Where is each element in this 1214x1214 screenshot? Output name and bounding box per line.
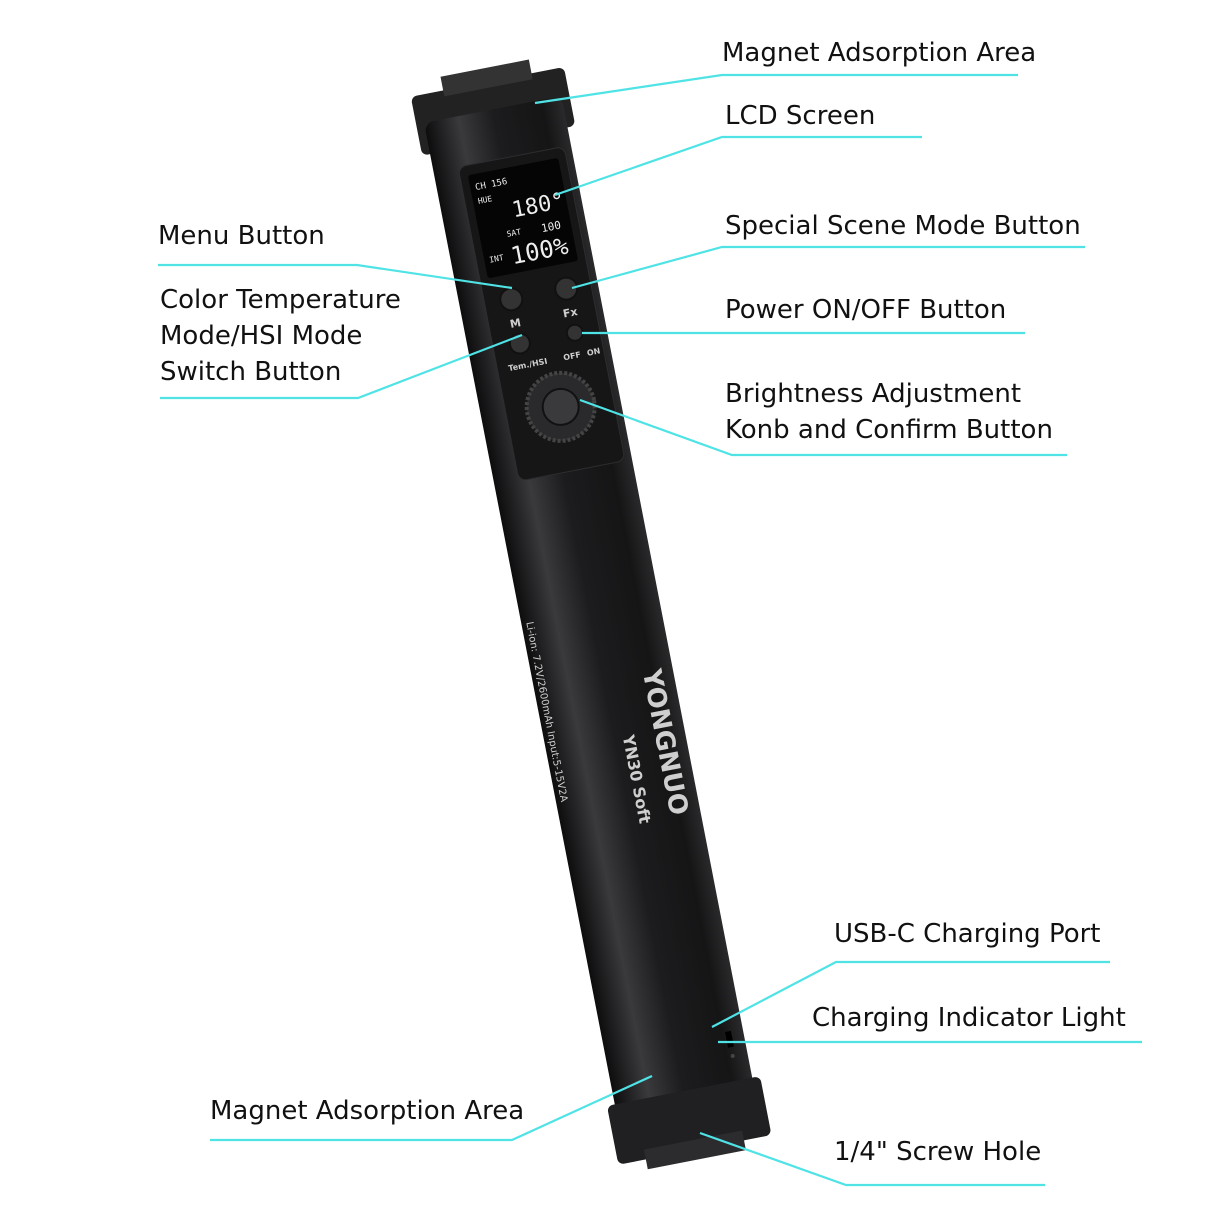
label-power-button: Power ON/OFF Button bbox=[725, 295, 1006, 325]
power-button[interactable] bbox=[565, 323, 584, 342]
label-color-temp-3: Switch Button bbox=[160, 357, 341, 387]
confirm-button[interactable] bbox=[540, 386, 582, 428]
lcd-hue-tag: HUE bbox=[477, 194, 493, 206]
label-special-scene: Special Scene Mode Button bbox=[725, 211, 1081, 241]
lcd-sat-tag: SAT bbox=[506, 227, 522, 239]
label-screw-hole: 1/4" Screw Hole bbox=[834, 1137, 1041, 1167]
light-wand: CH 156 HUE 180° SAT 100 INT 100% M Fx Te… bbox=[411, 59, 771, 1170]
usbc-port[interactable] bbox=[725, 1030, 734, 1048]
label-brightness-1: Brightness Adjustment bbox=[725, 379, 1021, 409]
lcd-sat-value: 100 bbox=[540, 219, 562, 236]
label-magnet-bottom: Magnet Adsorption Area bbox=[210, 1096, 524, 1126]
off-label: OFF bbox=[563, 350, 582, 362]
label-color-temp-2: Mode/HSI Mode bbox=[160, 321, 362, 351]
label-usbc: USB-C Charging Port bbox=[834, 919, 1101, 949]
lcd-screen bbox=[468, 158, 578, 278]
menu-button-label: M bbox=[509, 316, 522, 331]
top-knurl bbox=[440, 59, 533, 97]
label-charging-light: Charging Indicator Light bbox=[812, 1003, 1126, 1033]
label-magnet-top: Magnet Adsorption Area bbox=[722, 38, 1036, 68]
label-color-temp-1: Color Temperature bbox=[160, 285, 401, 315]
label-lcd-screen: LCD Screen bbox=[725, 101, 875, 131]
on-label: ON bbox=[586, 346, 601, 357]
charging-indicator bbox=[730, 1053, 735, 1058]
label-menu-button: Menu Button bbox=[158, 221, 325, 251]
leader-lines bbox=[158, 73, 1142, 1187]
fx-button-label: Fx bbox=[562, 305, 579, 321]
label-brightness-2: Konb and Confirm Button bbox=[725, 415, 1053, 445]
lcd-int-tag: INT bbox=[489, 253, 505, 265]
